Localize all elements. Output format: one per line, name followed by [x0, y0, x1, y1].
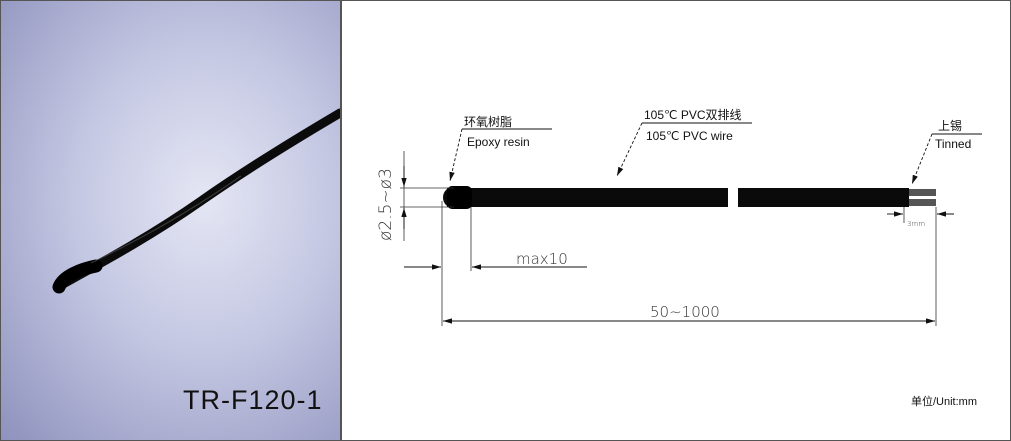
tinned-length-dimension: 3mm [907, 220, 925, 228]
cable-body [443, 186, 936, 209]
total-length-dimension: 50~1000 [650, 303, 720, 321]
epoxy-label-en: Epoxy resin [467, 135, 530, 149]
model-number: TR-F120-1 [183, 385, 323, 415]
epoxy-label-cn: 环氧树脂 [464, 114, 512, 129]
tinned-label-cn: 上锡 [938, 118, 962, 133]
head-length-dimension: max10 [516, 250, 568, 268]
cable-photo-illustration [52, 108, 340, 294]
dimension-drawing: 环氧树脂 Epoxy resin 105℃ PVC双排线 105℃ PVC wi… [376, 108, 982, 326]
extension-lines [400, 151, 937, 326]
wire-label-en: 105℃ PVC wire [646, 129, 733, 143]
unit-label: 单位/Unit:mm [911, 396, 977, 408]
tinned-label-en: Tinned [935, 137, 971, 151]
technical-drawing: 环氧树脂 Epoxy resin 105℃ PVC双排线 105℃ PVC wi… [341, 0, 1011, 441]
diameter-dimension: ø2.5~ø3 [376, 168, 396, 241]
product-photo: TR-F120-1 [0, 0, 341, 441]
wire-label-cn: 105℃ PVC双排线 [644, 108, 742, 122]
